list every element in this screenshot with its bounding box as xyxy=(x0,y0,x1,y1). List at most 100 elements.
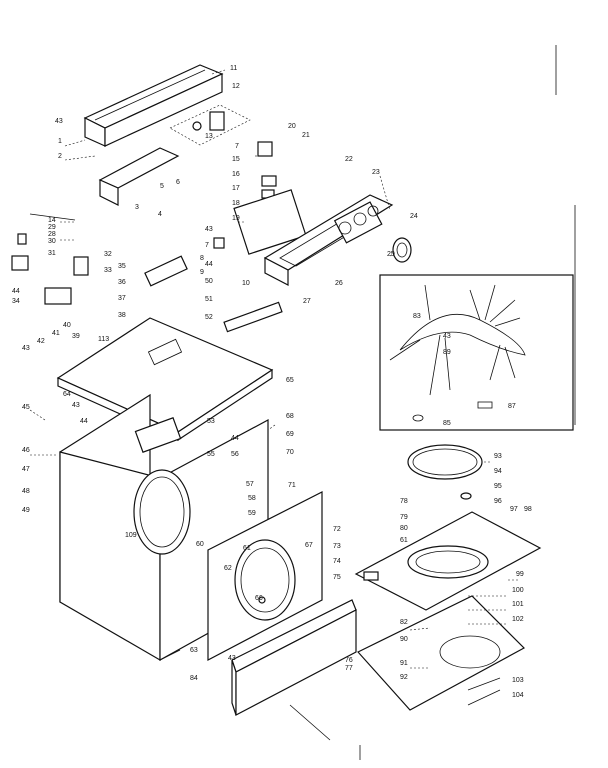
part-number-label: 84 xyxy=(190,675,198,682)
part-number-label: 101 xyxy=(512,601,524,608)
part-number-label: 20 xyxy=(288,123,296,130)
part-number-label: 62 xyxy=(224,565,232,572)
part-number-label: 109 xyxy=(125,532,137,539)
part-number-label: 17 xyxy=(232,185,240,192)
console-backsplash xyxy=(83,64,224,147)
part-number-label: 97 xyxy=(510,506,518,513)
part-number-label: 7 xyxy=(205,242,209,249)
control-knob xyxy=(392,237,412,263)
part-number-label: 94 xyxy=(494,468,502,475)
part-number-label: 58 xyxy=(248,495,256,502)
part-number-label: 66 xyxy=(255,595,263,602)
part-number-label: 56 xyxy=(231,451,239,458)
part-number-label: 98 xyxy=(524,506,532,513)
part-number-label: 87 xyxy=(508,403,516,410)
control-panel xyxy=(263,194,394,286)
part-number-label: 7 xyxy=(235,143,239,150)
part-number-label: 113 xyxy=(98,336,109,343)
part-number-label: 99 xyxy=(516,571,524,578)
part-number-label: 19 xyxy=(232,215,240,222)
part-number-label: 45 xyxy=(22,404,30,411)
part-number-label: 38 xyxy=(118,312,126,319)
part-number-label: 26 xyxy=(335,280,343,287)
part-number-label: 43 xyxy=(443,333,451,340)
part-number-label: 93 xyxy=(494,453,502,460)
part-number-label: 51 xyxy=(205,296,213,303)
part-number-label: 63 xyxy=(190,647,198,654)
part-number-label: 33 xyxy=(104,267,112,274)
part-number-label: 1 xyxy=(58,138,62,145)
part-number-label: 74 xyxy=(333,558,341,565)
part-number-label: 61 xyxy=(243,545,251,552)
part-number-label: 11 xyxy=(230,65,237,72)
part-number-label: 36 xyxy=(118,279,126,286)
part-number-label: 52 xyxy=(205,314,213,321)
part-number-label: 8 xyxy=(200,255,204,262)
part-number-label: 95 xyxy=(494,483,502,490)
part-number-label: 31 xyxy=(48,250,56,257)
part-number-label: 44 xyxy=(12,288,20,295)
part-number-label: 43 xyxy=(228,655,236,662)
part-number-label: 37 xyxy=(118,295,126,302)
part-number-label: 79 xyxy=(400,514,408,521)
part-number-label: 34 xyxy=(12,298,20,305)
part-number-label: 46 xyxy=(22,447,30,454)
part-number-label: 2 xyxy=(58,153,62,160)
part-number-label: 77 xyxy=(345,665,353,672)
small-parts-left xyxy=(11,213,283,333)
part-number-label: 44 xyxy=(80,418,88,425)
part-number-label: 10 xyxy=(242,280,250,287)
base-plate xyxy=(354,511,542,611)
part-number-label: 53 xyxy=(207,418,215,425)
part-number-label: 14 xyxy=(48,217,56,224)
wiring-harness-inset xyxy=(379,274,574,431)
part-number-label: 16 xyxy=(232,171,240,178)
part-number-label: 76 xyxy=(345,657,353,664)
part-number-label: 44 xyxy=(231,435,239,442)
part-number-label: 96 xyxy=(494,498,502,505)
front-panel xyxy=(207,491,323,661)
leader-lines xyxy=(29,69,520,669)
part-number-label: 27 xyxy=(303,298,311,305)
part-number-label: 72 xyxy=(333,526,341,533)
part-number-label: 68 xyxy=(286,413,294,420)
part-number-label: 25 xyxy=(387,251,395,258)
bottom-pan xyxy=(357,595,525,711)
part-number-label: 67 xyxy=(305,542,313,549)
part-number-label: 43 xyxy=(22,345,30,352)
part-number-label: 89 xyxy=(443,349,451,356)
part-number-label: 13 xyxy=(205,133,213,140)
part-number-label: 102 xyxy=(512,616,524,623)
part-number-label: 49 xyxy=(22,507,30,514)
part-number-label: 75 xyxy=(333,574,341,581)
part-number-label: 43 xyxy=(55,118,63,125)
part-number-label: 9 xyxy=(200,269,204,276)
part-number-label: 43 xyxy=(205,226,213,233)
part-number-label: 70 xyxy=(286,449,294,456)
part-number-label: 29 xyxy=(48,224,56,231)
part-number-label: 21 xyxy=(302,132,310,139)
part-number-label: 23 xyxy=(372,169,380,176)
tub-ring xyxy=(407,444,483,500)
part-number-label: 83 xyxy=(413,313,421,320)
part-number-label: 6 xyxy=(176,179,180,186)
part-number-label: 57 xyxy=(246,481,254,488)
part-number-label: 64 xyxy=(63,391,71,398)
part-number-label: 43 xyxy=(72,402,80,409)
part-number-label: 32 xyxy=(104,251,112,258)
part-number-label: 39 xyxy=(72,333,80,340)
part-number-label: 30 xyxy=(48,238,56,245)
part-number-label: 92 xyxy=(400,674,408,681)
part-number-label: 15 xyxy=(232,156,240,163)
part-number-label: 59 xyxy=(248,510,256,517)
timer-switch-inset xyxy=(169,104,251,146)
part-number-label: 73 xyxy=(333,543,341,550)
part-number-label: 80 xyxy=(400,525,408,532)
console-bracket xyxy=(98,147,180,206)
part-number-label: 90 xyxy=(400,636,408,643)
toe-panel xyxy=(231,599,361,760)
part-number-label: 12 xyxy=(232,83,240,90)
control-switches xyxy=(213,141,307,255)
